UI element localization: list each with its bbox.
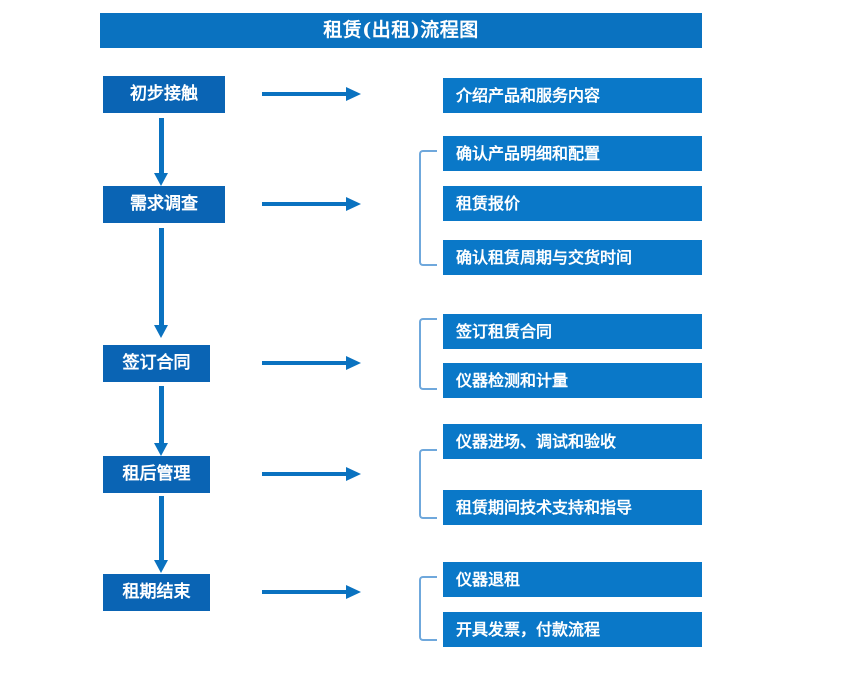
stage-box-1[interactable]: 初步接触: [103, 76, 225, 113]
stage-label-2: 需求调查: [130, 194, 198, 214]
stage-box-3[interactable]: 签订合同: [103, 345, 210, 382]
stage-box-5[interactable]: 租期结束: [103, 574, 210, 611]
arrow-head: [346, 197, 361, 211]
arrow-head: [154, 325, 168, 338]
detail-label-5-1: 仪器退租: [456, 569, 521, 589]
arrow-shaft: [159, 118, 164, 173]
detail-label-4-1: 仪器进场、调试和验收: [456, 431, 617, 451]
detail-label-2-3: 确认租赁周期与交货时间: [456, 247, 633, 267]
arrow-down-4: [154, 496, 168, 573]
stage-label-3: 签订合同: [122, 353, 191, 373]
detail-label-4-2: 租赁期间技术支持和指导: [456, 497, 633, 517]
detail-label-3-2: 仪器检测和计量: [456, 370, 569, 390]
arrow-head: [346, 467, 361, 481]
arrow-head: [346, 585, 361, 599]
chart-title-bar: 租赁(出租)流程图: [100, 13, 702, 48]
arrow-head: [154, 560, 168, 573]
stage-box-4[interactable]: 租后管理: [103, 456, 210, 493]
arrow-shaft: [262, 472, 347, 476]
arrow-shaft: [262, 92, 347, 96]
detail-box-2-2[interactable]: 租赁报价: [443, 186, 702, 221]
stage-box-2[interactable]: 需求调查: [103, 186, 225, 223]
group-bracket-2: [419, 150, 437, 266]
arrow-head: [346, 356, 361, 370]
arrow-shaft: [262, 202, 347, 206]
arrow-down-3: [154, 386, 168, 456]
arrow-right-4: [262, 467, 361, 481]
stage-label-5: 租期结束: [122, 582, 191, 602]
group-bracket-3: [419, 318, 437, 390]
detail-label-3-1: 签订租赁合同: [456, 321, 553, 341]
detail-box-5-2[interactable]: 开具发票，付款流程: [443, 612, 702, 647]
stage-label-4: 租后管理: [122, 464, 191, 484]
detail-box-5-1[interactable]: 仪器退租: [443, 562, 702, 597]
detail-box-2-1[interactable]: 确认产品明细和配置: [443, 136, 702, 171]
arrow-shaft: [262, 361, 347, 365]
detail-box-1-1[interactable]: 介绍产品和服务内容: [443, 78, 702, 113]
detail-label-1-1: 介绍产品和服务内容: [456, 85, 601, 105]
arrow-right-1: [262, 87, 361, 101]
group-bracket-5: [419, 576, 437, 641]
detail-label-2-1: 确认产品明细和配置: [456, 143, 601, 163]
detail-label-2-2: 租赁报价: [456, 193, 521, 213]
detail-box-4-2[interactable]: 租赁期间技术支持和指导: [443, 490, 702, 525]
chart-title: 租赁(出租)流程图: [323, 19, 479, 41]
detail-box-2-3[interactable]: 确认租赁周期与交货时间: [443, 240, 702, 275]
arrow-head: [154, 173, 168, 186]
arrow-head: [346, 87, 361, 101]
detail-box-3-2[interactable]: 仪器检测和计量: [443, 363, 702, 398]
arrow-shaft: [262, 590, 347, 594]
group-bracket-4: [419, 449, 437, 519]
arrow-shaft: [159, 386, 164, 443]
arrow-down-2: [154, 228, 168, 338]
detail-label-5-2: 开具发票，付款流程: [456, 619, 601, 639]
arrow-down-1: [154, 118, 168, 186]
arrow-right-2: [262, 197, 361, 211]
arrow-shaft: [159, 496, 164, 560]
arrow-head: [154, 443, 168, 456]
arrow-shaft: [159, 228, 164, 325]
arrow-right-5: [262, 585, 361, 599]
stage-label-1: 初步接触: [130, 84, 198, 104]
detail-box-3-1[interactable]: 签订租赁合同: [443, 314, 702, 349]
detail-box-4-1[interactable]: 仪器进场、调试和验收: [443, 424, 702, 459]
arrow-right-3: [262, 356, 361, 370]
